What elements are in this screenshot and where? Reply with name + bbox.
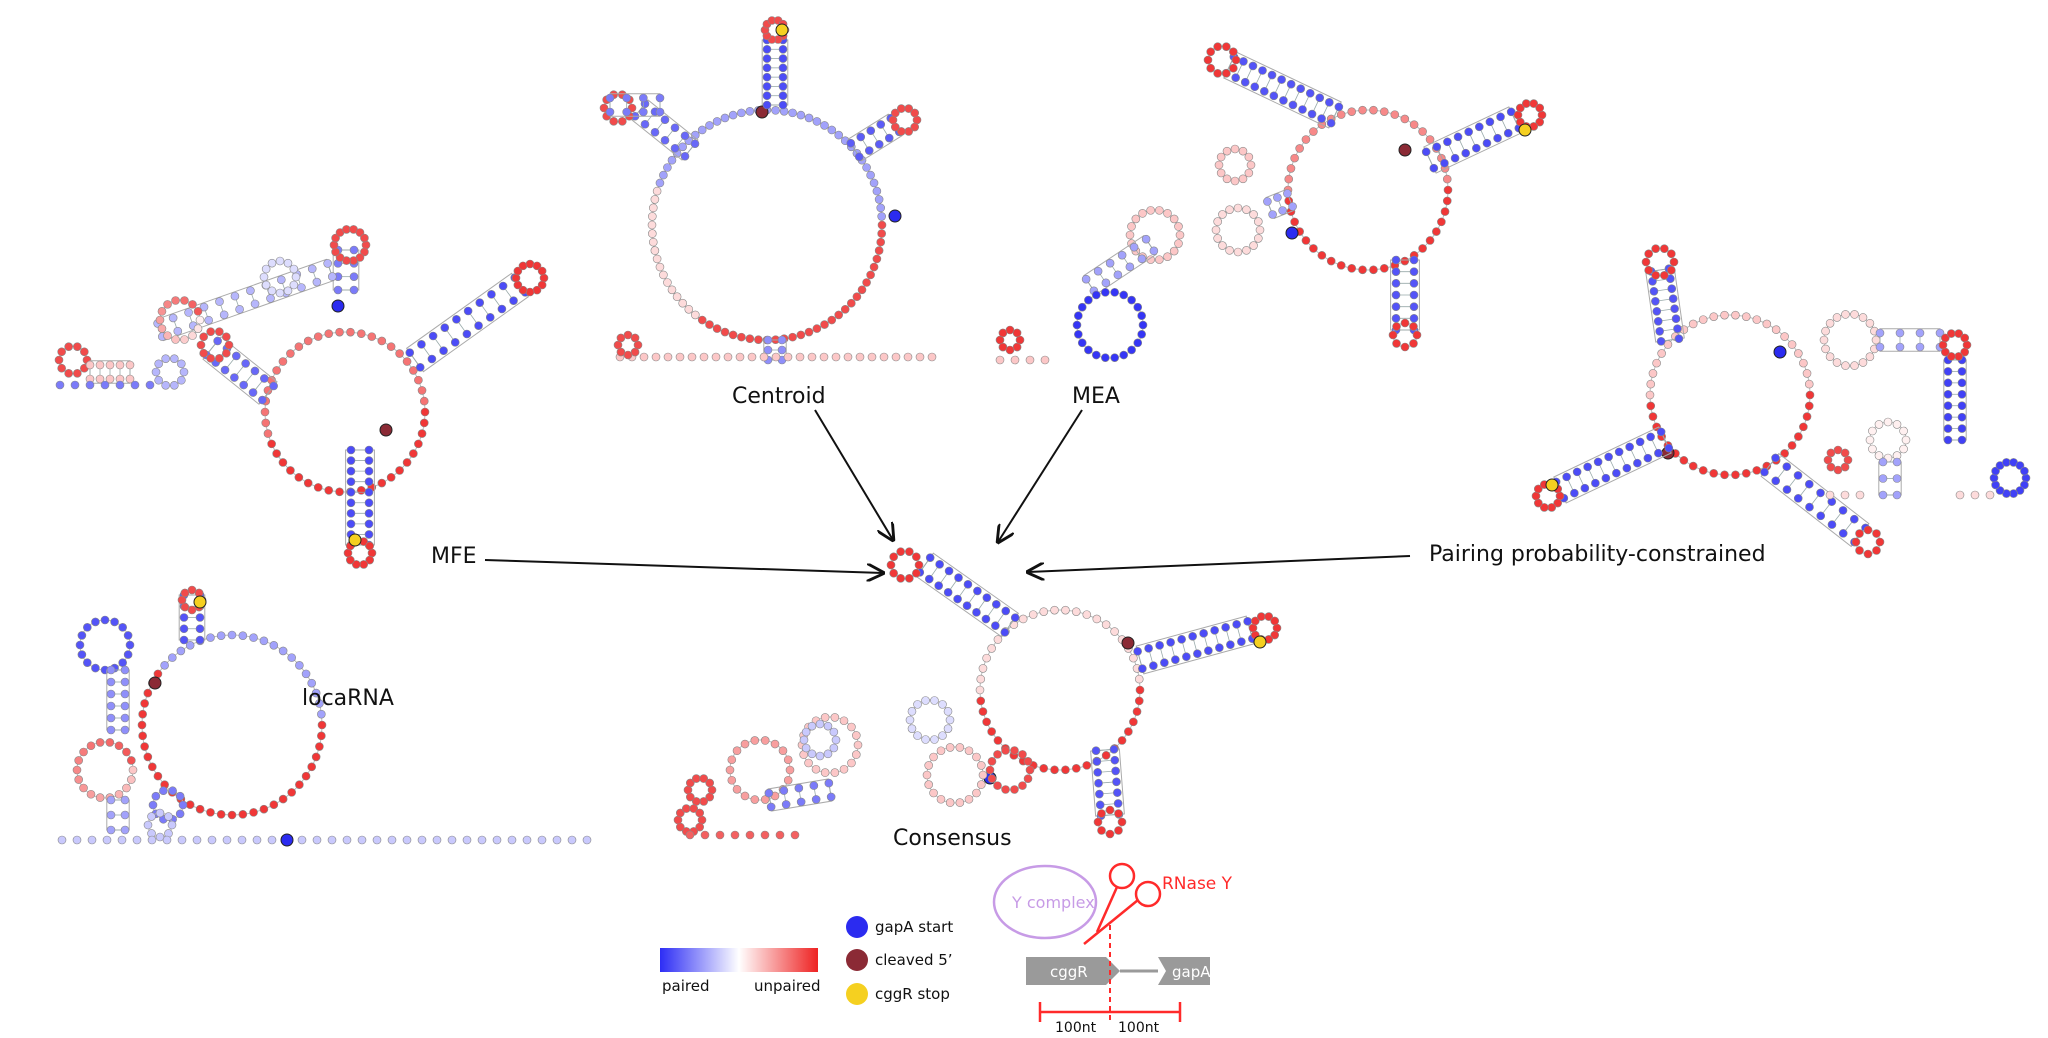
structure-centroid xyxy=(599,16,937,365)
structure-locarna xyxy=(57,585,592,847)
legend-unpaired-label: unpaired xyxy=(754,977,820,995)
rna-structures xyxy=(54,16,2031,847)
gene-gapa-label: gapA xyxy=(1172,963,1211,981)
structure-mfe xyxy=(54,225,549,569)
structure-ppc xyxy=(1531,244,2031,559)
gene-gapa-arrow xyxy=(1158,957,1210,985)
legend-gapa-start-marker xyxy=(846,916,868,938)
label-locarna: locaRNA xyxy=(302,686,394,711)
arrows xyxy=(484,409,1411,573)
rnase-schematic: Y complex cggR gapA RNase Y 100nt 100nt xyxy=(992,862,1233,1036)
arrow-centroid xyxy=(814,409,893,540)
label-consensus: Consensus xyxy=(893,826,1012,851)
arrow-ppc xyxy=(1028,555,1411,572)
scissors-icon xyxy=(1083,862,1162,945)
legend-cggr-stop-label: cggR stop xyxy=(875,985,950,1003)
length-left-label: 100nt xyxy=(1055,1020,1097,1036)
length-right-label: 100nt xyxy=(1118,1020,1160,1036)
label-mea: MEA xyxy=(1072,384,1120,409)
label-centroid: Centroid xyxy=(732,384,826,409)
legend-cleaved-marker xyxy=(846,949,868,971)
rnase-y-label: RNase Y xyxy=(1162,874,1233,894)
legend-cleaved-label: cleaved 5’ xyxy=(875,951,953,969)
legend-gradient-bar xyxy=(660,948,818,972)
y-complex-ellipse xyxy=(992,864,1098,940)
legend: paired unpaired gapA start cleaved 5’ cg… xyxy=(660,916,953,1005)
legend-cggr-stop-marker xyxy=(846,983,868,1005)
arrow-mfe xyxy=(484,559,883,573)
y-complex-label: Y complex xyxy=(1011,893,1095,912)
label-ppc: Pairing probability-constrained xyxy=(1429,542,1766,567)
legend-gapa-start-label: gapA start xyxy=(875,918,953,936)
label-mfe: MFE xyxy=(431,544,477,569)
structure-mea xyxy=(995,42,1547,365)
structure-consensus xyxy=(673,547,1282,840)
gene-cggr-label: cggR xyxy=(1050,963,1088,981)
gene-cggr-arrow xyxy=(1026,957,1120,985)
arrow-mea xyxy=(998,409,1083,542)
legend-paired-label: paired xyxy=(662,977,709,995)
length-scale xyxy=(1038,1002,1182,1022)
